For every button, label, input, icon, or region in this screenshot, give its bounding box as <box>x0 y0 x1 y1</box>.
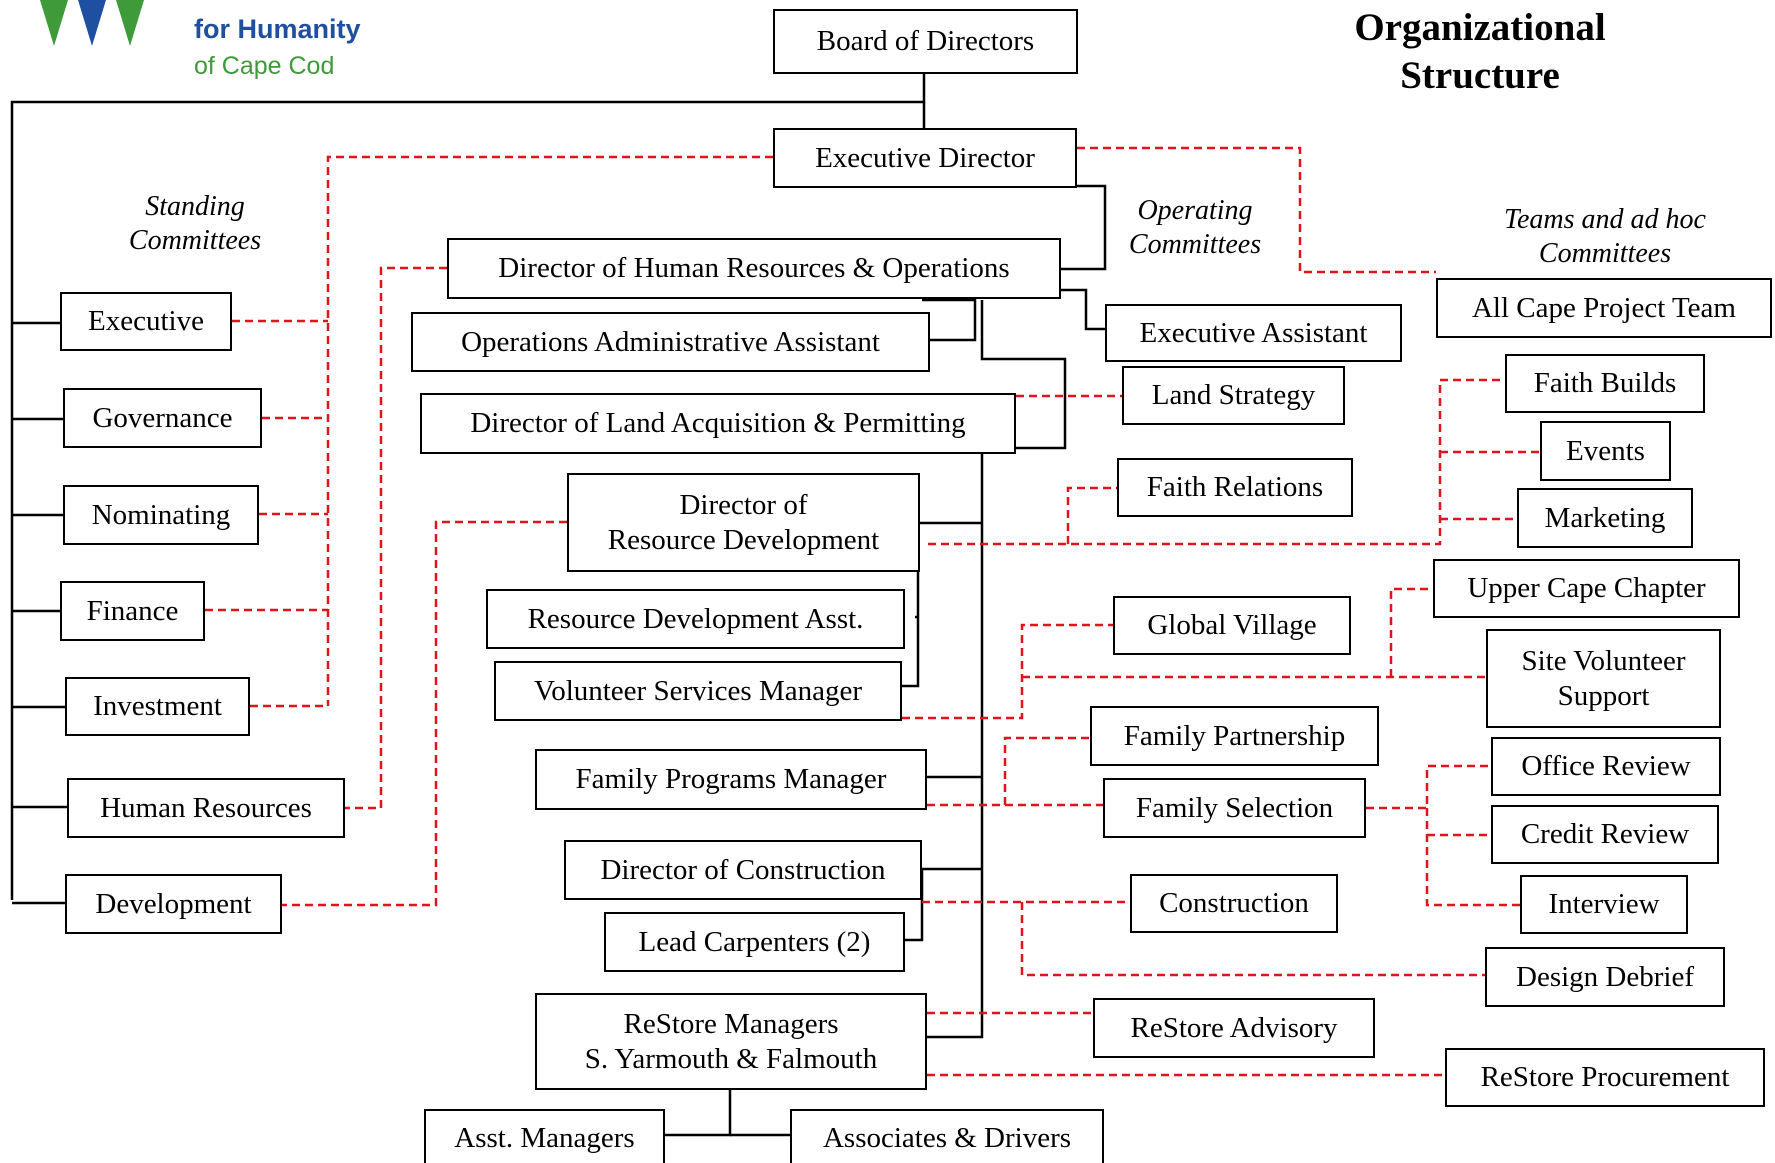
global-village-box[interactable]: Global Village <box>1113 596 1351 655</box>
resource-development-director-box[interactable]: Director of Resource Development <box>567 473 920 572</box>
logo-line-3: of Cape Cod <box>194 52 335 80</box>
design-debrief-box[interactable]: Design Debrief <box>1485 947 1725 1007</box>
teams-committees-label: Teams and ad hoc Committees <box>1504 204 1706 269</box>
office-review-box[interactable]: Office Review <box>1491 737 1721 796</box>
house-mark-icon <box>40 0 144 46</box>
restore-advisory-box[interactable]: ReStore Advisory <box>1093 998 1375 1058</box>
volunteer-services-manager-box[interactable]: Volunteer Services Manager <box>494 661 902 721</box>
family-programs-manager-box[interactable]: Family Programs Manager <box>535 749 927 810</box>
land-strategy-box[interactable]: Land Strategy <box>1122 366 1345 425</box>
restore-procurement-box[interactable]: ReStore Procurement <box>1445 1048 1765 1107</box>
governance-committee-box[interactable]: Governance <box>63 388 262 448</box>
finance-committee-box[interactable]: Finance <box>60 581 205 641</box>
restore-managers-box[interactable]: ReStore Managers S. Yarmouth & Falmouth <box>535 993 927 1090</box>
human-resources-committee-box[interactable]: Human Resources <box>67 778 345 838</box>
committee-lines <box>205 146 1540 1077</box>
standing-committees-label: Standing Committees <box>128 191 262 256</box>
associates-drivers-box[interactable]: Associates & Drivers <box>790 1109 1104 1163</box>
chart-title: Organizational Structure <box>1354 6 1606 97</box>
executive-committee-box[interactable]: Executive <box>60 292 232 351</box>
family-selection-box[interactable]: Family Selection <box>1103 778 1366 838</box>
family-partnership-box[interactable]: Family Partnership <box>1090 706 1379 766</box>
marketing-box[interactable]: Marketing <box>1517 488 1693 548</box>
nominating-committee-box[interactable]: Nominating <box>63 485 259 545</box>
habitat-logo: for Humanity of Cape Cod <box>0 0 420 85</box>
credit-review-box[interactable]: Credit Review <box>1491 805 1719 864</box>
events-box[interactable]: Events <box>1540 421 1671 481</box>
all-cape-project-team-box[interactable]: All Cape Project Team <box>1436 278 1772 338</box>
logo-line-2: for Humanity <box>194 14 361 44</box>
board-of-directors-box[interactable]: Board of Directors <box>773 9 1078 74</box>
investment-committee-box[interactable]: Investment <box>65 677 250 736</box>
site-volunteer-support-box[interactable]: Site Volunteer Support <box>1486 629 1721 728</box>
asst-managers-box[interactable]: Asst. Managers <box>424 1109 665 1163</box>
faith-builds-box[interactable]: Faith Builds <box>1505 354 1705 413</box>
development-committee-box[interactable]: Development <box>65 874 282 934</box>
construction-committee-box[interactable]: Construction <box>1130 874 1338 933</box>
interview-box[interactable]: Interview <box>1520 875 1688 934</box>
construction-director-box[interactable]: Director of Construction <box>564 840 922 900</box>
hr-operations-director-box[interactable]: Director of Human Resources & Operations <box>447 238 1061 299</box>
faith-relations-box[interactable]: Faith Relations <box>1117 458 1353 517</box>
land-acquisition-director-box[interactable]: Director of Land Acquisition & Permittin… <box>420 393 1016 454</box>
upper-cape-chapter-box[interactable]: Upper Cape Chapter <box>1433 559 1740 618</box>
operations-admin-assistant-box[interactable]: Operations Administrative Assistant <box>411 312 930 372</box>
lead-carpenters-box[interactable]: Lead Carpenters (2) <box>604 912 905 972</box>
operating-committees-label: Operating Committees <box>1128 195 1262 260</box>
reporting-lines <box>10 72 1107 1137</box>
resource-development-asst-box[interactable]: Resource Development Asst. <box>486 589 905 649</box>
executive-assistant-box[interactable]: Executive Assistant <box>1105 304 1402 362</box>
executive-director-box[interactable]: Executive Director <box>773 128 1077 188</box>
